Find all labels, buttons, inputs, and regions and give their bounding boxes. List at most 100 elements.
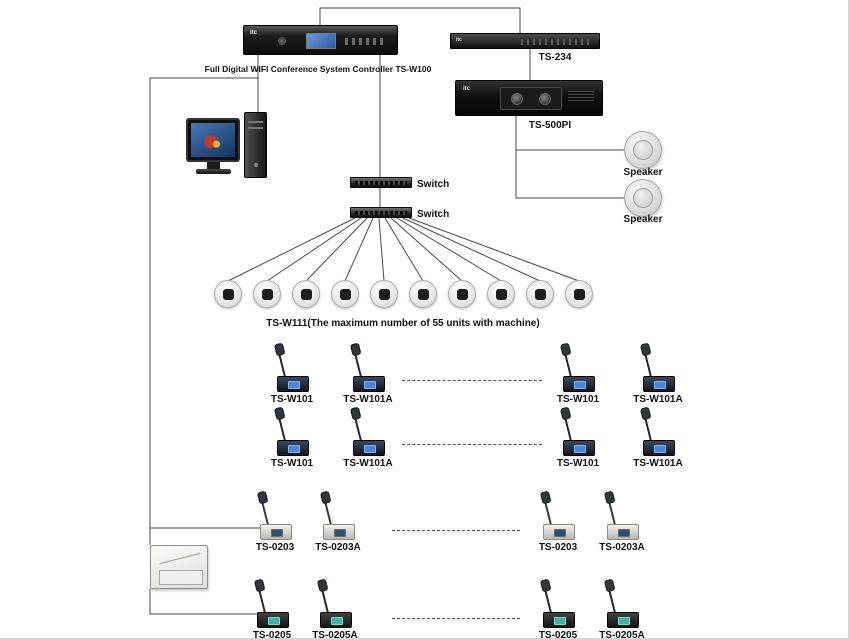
mic-label: TS-W101 [556,394,600,405]
network-switch-2 [350,207,412,218]
mic-screen [654,445,666,453]
itc-logo: itc [250,30,258,36]
mic-ts-0203: TS-0203 [240,498,310,554]
mic-screen [364,445,376,453]
wifi-unit-ts-w111 [331,280,359,308]
mic-label: TS-W101A [633,458,683,469]
mic-screen [288,445,300,453]
gooseneck-mic-icon [563,415,572,442]
switch-1-label: Switch [417,179,450,190]
wifi-unit-ts-w111 [370,280,398,308]
power-extender-box [150,545,208,589]
gooseneck-mic-icon [543,587,552,614]
mic-label: TS-W101 [270,394,314,405]
mic-ts-0205a: TS-0205A [587,586,657,640]
gooseneck-mic-icon [257,587,266,614]
mic-base [257,612,289,628]
controller-knob [278,37,286,45]
mic-label: TS-0205 [252,630,292,640]
mic-screen [268,617,280,625]
mic-label: TS-W101A [343,458,393,469]
gooseneck-mic-icon [277,415,286,442]
wifi-unit-ts-w111 [565,280,593,308]
mic-ts-w101: TS-W101 [543,414,613,470]
mic-screen [654,381,666,389]
mic-ts-w101: TS-W101 [257,350,327,406]
mic-base [320,612,352,628]
gooseneck-mic-icon [543,499,552,526]
mic-ts-0205: TS-0205 [237,586,307,640]
speaker-2-label: Speaker [623,214,663,225]
ts-500pi-amplifier-device: itc [455,80,603,116]
amplifier-dial [511,93,523,105]
mic-base [260,524,292,540]
mic-label: TS-W101A [633,394,683,405]
mic-ts-w101: TS-W101 [257,414,327,470]
computer-monitor [186,118,240,162]
controller-lcd-screen [306,33,336,49]
continuation-dashes [392,530,520,531]
wifi-unit-ts-w111 [292,280,320,308]
mic-base [353,440,385,456]
wifi-row-caption: TS-W111(The maximum number of 55 units w… [266,318,540,329]
monitor-base [196,169,231,174]
wifi-unit-ts-w111 [487,280,515,308]
ts-234-device: itc [450,33,600,49]
mic-label: TS-0203A [599,542,645,553]
mic-screen [364,381,376,389]
gooseneck-mic-icon [323,499,332,526]
mic-ts-w101: TS-W101 [543,350,613,406]
monitor-stand [207,162,220,169]
mic-base [353,376,385,392]
controller-ts-w100-device: itc [243,25,398,55]
mic-screen [574,381,586,389]
mic-label: TS-W101A [343,394,393,405]
mic-base [607,612,639,628]
mic-label: TS-0205 [538,630,578,640]
mic-label: TS-0203A [315,542,361,553]
gooseneck-mic-icon [353,415,362,442]
mic-screen [554,617,566,625]
amplifier-dial [539,93,551,105]
mic-screen [618,617,630,625]
ts-234-vents [521,39,591,45]
ts-500pi-label: TS-500PI [528,120,572,131]
mic-label: TS-0203 [538,542,578,553]
controller-buttons [345,38,387,45]
mic-ts-0203a: TS-0203A [303,498,373,554]
mic-screen [618,529,630,537]
controller-label: Full Digital WIFI Conference System Cont… [204,64,432,74]
mic-label: TS-W101 [556,458,600,469]
mic-ts-w101a: TS-W101A [333,414,403,470]
mic-screen [574,445,586,453]
mic-screen [271,529,283,537]
mic-base [563,440,595,456]
gooseneck-mic-icon [607,587,616,614]
switch-2-label: Switch [417,209,450,220]
mic-screen [334,529,346,537]
mic-base [607,524,639,540]
gooseneck-mic-icon [643,415,652,442]
wifi-unit-ts-w111 [409,280,437,308]
mic-screen [554,529,566,537]
speaker-1-label: Speaker [623,167,663,178]
speaker-1 [624,131,662,169]
itc-logo: itc [463,86,471,92]
gooseneck-mic-icon [607,499,616,526]
mic-base [643,440,675,456]
network-switch-1 [350,177,412,188]
gooseneck-mic-icon [277,351,286,378]
wifi-unit-ts-w111 [448,280,476,308]
computer-tower [244,112,267,178]
mic-base [277,440,309,456]
mic-label: TS-0203 [255,542,295,553]
gooseneck-mic-icon [643,351,652,378]
gooseneck-mic-icon [563,351,572,378]
mic-ts-0203: TS-0203 [523,498,593,554]
mic-ts-w101a: TS-W101A [623,414,693,470]
monitor-screen [191,123,235,157]
gooseneck-mic-icon [353,351,362,378]
itc-logo: itc [456,37,462,43]
amplifier-vents [568,91,594,101]
